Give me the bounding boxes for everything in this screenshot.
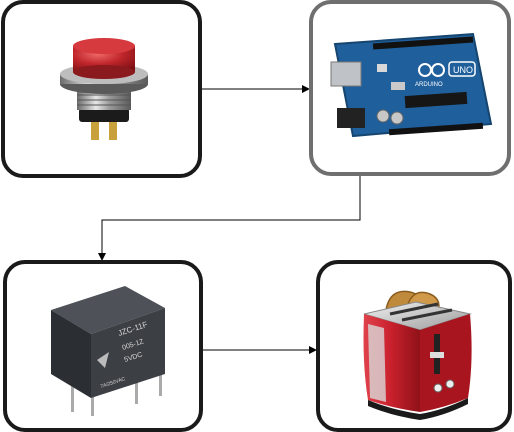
node-relay: JZC-11F 005-1Z 5VDC 7A/250VAC	[3, 260, 203, 432]
toaster-icon	[363, 290, 472, 420]
uno-badge: UNO	[448, 61, 476, 77]
arduino-brand-text: ARDUINO	[415, 82, 443, 88]
node-toaster	[316, 260, 512, 432]
node-arduino-uno: ARDUINO UNO	[309, 0, 511, 176]
relay-icon: JZC-11F 005-1Z 5VDC 7A/250VAC	[51, 286, 165, 416]
node-push-button	[1, 0, 202, 178]
arduino-model-text: UNO	[453, 65, 473, 75]
edge-arduino-to-relay	[98, 176, 361, 261]
push-button-icon	[60, 38, 148, 140]
arduino-logo: ARDUINO	[415, 63, 445, 88]
relay-logo-icon	[97, 352, 109, 368]
arduino-board-icon: ARDUINO UNO	[330, 32, 493, 138]
